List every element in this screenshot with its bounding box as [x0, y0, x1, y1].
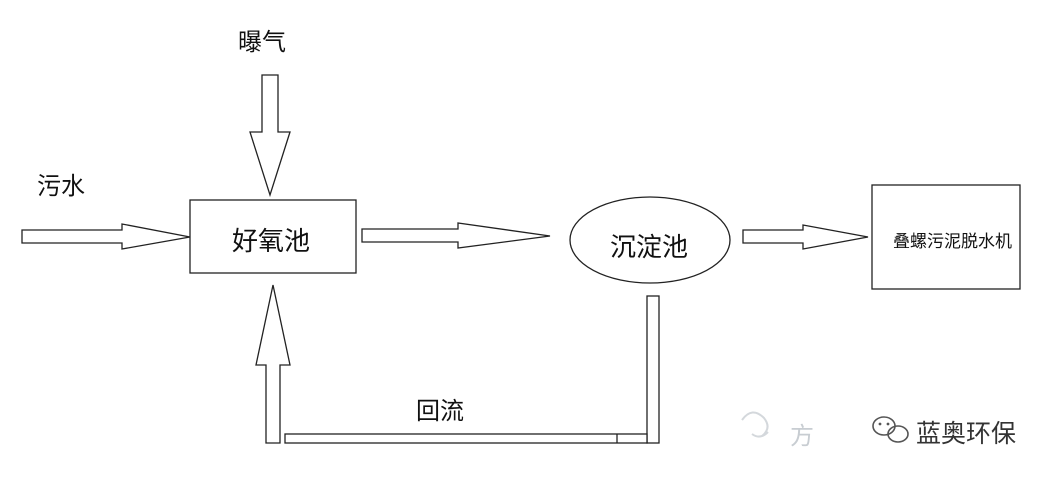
sewage-inlet-arrow — [21, 223, 191, 250]
return-flow-up-arrow — [255, 284, 291, 444]
sedimentation-tank-ellipse — [569, 196, 731, 284]
watermark-wechat-icon — [872, 416, 909, 443]
dewatering-machine-label: 叠螺污泥脱水机 — [893, 232, 1012, 252]
sewage-label: 污水 — [37, 172, 85, 200]
aeration-arrow — [249, 74, 291, 198]
watermark-brand: 蓝奥环保 — [916, 419, 1017, 448]
aerobic-tank-label: 好氧池 — [232, 227, 311, 257]
return-pipe-vertical — [646, 295, 660, 444]
aeration-label: 曝气 — [238, 28, 286, 56]
watermark-faded-icon — [741, 411, 769, 438]
return-pipe-horizontal — [284, 433, 648, 444]
watermark-faded-text: 方 — [790, 422, 814, 450]
dewatering-machine-box — [871, 184, 1021, 290]
aerobic-to-sedimentation-arrow — [361, 222, 551, 249]
sedimentation-tank-label: 沉淀池 — [610, 233, 689, 263]
return-flow-label: 回流 — [416, 397, 464, 425]
aerobic-tank-box — [189, 199, 357, 274]
sedimentation-to-dewatering-arrow — [742, 224, 869, 250]
